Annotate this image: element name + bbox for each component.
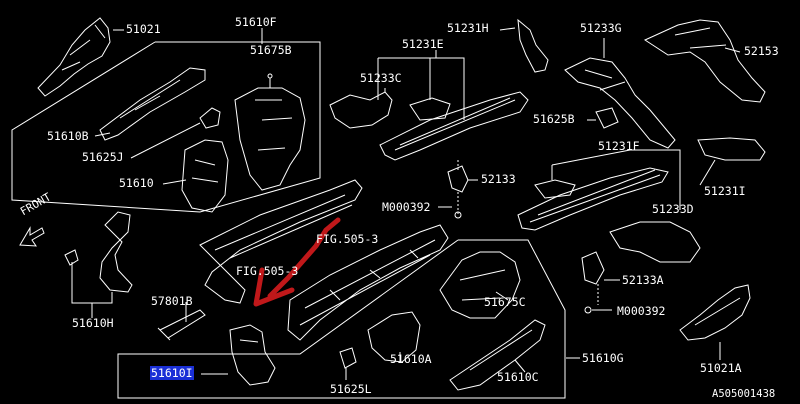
label-52153: 52153	[744, 44, 779, 58]
part-51233D	[610, 222, 700, 262]
diagram-code: A505001438	[712, 388, 776, 400]
label-51610B: 51610B	[47, 129, 89, 143]
part-51233G	[565, 58, 675, 148]
part-51231H	[518, 20, 548, 72]
label-51231I: 51231I	[704, 184, 746, 198]
bolt-m000392-a	[455, 212, 461, 218]
label-51233G: 51233G	[580, 21, 622, 35]
part-57801B	[158, 310, 205, 340]
part-52153	[645, 20, 765, 102]
label-51625J: 51625J	[82, 150, 124, 164]
label-fig-505-3-a: FIG.505-3	[316, 232, 379, 246]
label-51231F: 51231F	[598, 139, 640, 153]
label-51610: 51610	[119, 176, 154, 190]
label-M000392-a: M000392	[382, 200, 431, 214]
part-51231E	[380, 92, 528, 160]
part-51610	[182, 140, 228, 212]
leader-lines	[72, 28, 740, 380]
label-51610H: 51610H	[72, 316, 114, 330]
label-51675B: 51675B	[250, 43, 292, 57]
bolt-m000392-b	[585, 307, 591, 313]
part-51610B	[100, 68, 205, 140]
part-51231F	[518, 168, 668, 230]
part-51231I	[698, 138, 765, 160]
label-51610G: 51610G	[582, 351, 624, 365]
part-frame-rail-lower	[288, 225, 448, 340]
part-51233C	[330, 92, 392, 128]
label-M000392-b: M000392	[617, 304, 666, 318]
front-arrow-icon	[20, 228, 44, 246]
label-51021A: 51021A	[700, 361, 742, 375]
part-51231F-bracket	[535, 180, 575, 198]
part-52133	[448, 166, 468, 192]
part-51021	[38, 18, 110, 96]
clip-51675B	[268, 74, 272, 78]
red-arrow-icon	[256, 220, 338, 304]
label-51021: 51021	[126, 22, 161, 36]
part-51610I	[230, 325, 275, 385]
part-51625B	[596, 108, 618, 128]
part-51675B	[235, 88, 305, 190]
label-51610F: 51610F	[235, 15, 277, 29]
part-51610H	[100, 212, 132, 292]
label-51610C: 51610C	[497, 370, 539, 384]
part-51610C	[450, 320, 545, 390]
label-57801B: 57801B	[151, 294, 193, 308]
part-51675C	[440, 252, 520, 318]
part-52133A	[582, 252, 604, 284]
group-outline-51610G	[118, 240, 565, 398]
part-51610H-b	[65, 250, 78, 265]
label-51625B: 51625B	[533, 112, 575, 126]
part-51233C-b	[410, 98, 450, 120]
part-51610A	[368, 312, 420, 362]
part-51625J	[200, 108, 220, 128]
label-51231E: 51231E	[402, 37, 444, 51]
label-51610I: 51610I	[150, 366, 194, 380]
highlighted-part-51610I: 51610I	[150, 366, 194, 380]
part-51021A	[680, 285, 750, 340]
part-51625L	[340, 348, 356, 368]
part-frame-rail-main	[200, 180, 362, 303]
label-51675C: 51675C	[484, 295, 526, 309]
label-51625L: 51625L	[330, 382, 372, 396]
label-52133A: 52133A	[622, 273, 664, 287]
label-51231H: 51231H	[447, 21, 489, 35]
label-51610A: 51610A	[390, 352, 432, 366]
group-outline-51610F	[12, 42, 320, 212]
label-51233C: 51233C	[360, 71, 402, 85]
label-52133: 52133	[481, 172, 516, 186]
label-51233D: 51233D	[652, 202, 694, 216]
label-fig-505-3-b: FIG.505-3	[236, 264, 299, 278]
